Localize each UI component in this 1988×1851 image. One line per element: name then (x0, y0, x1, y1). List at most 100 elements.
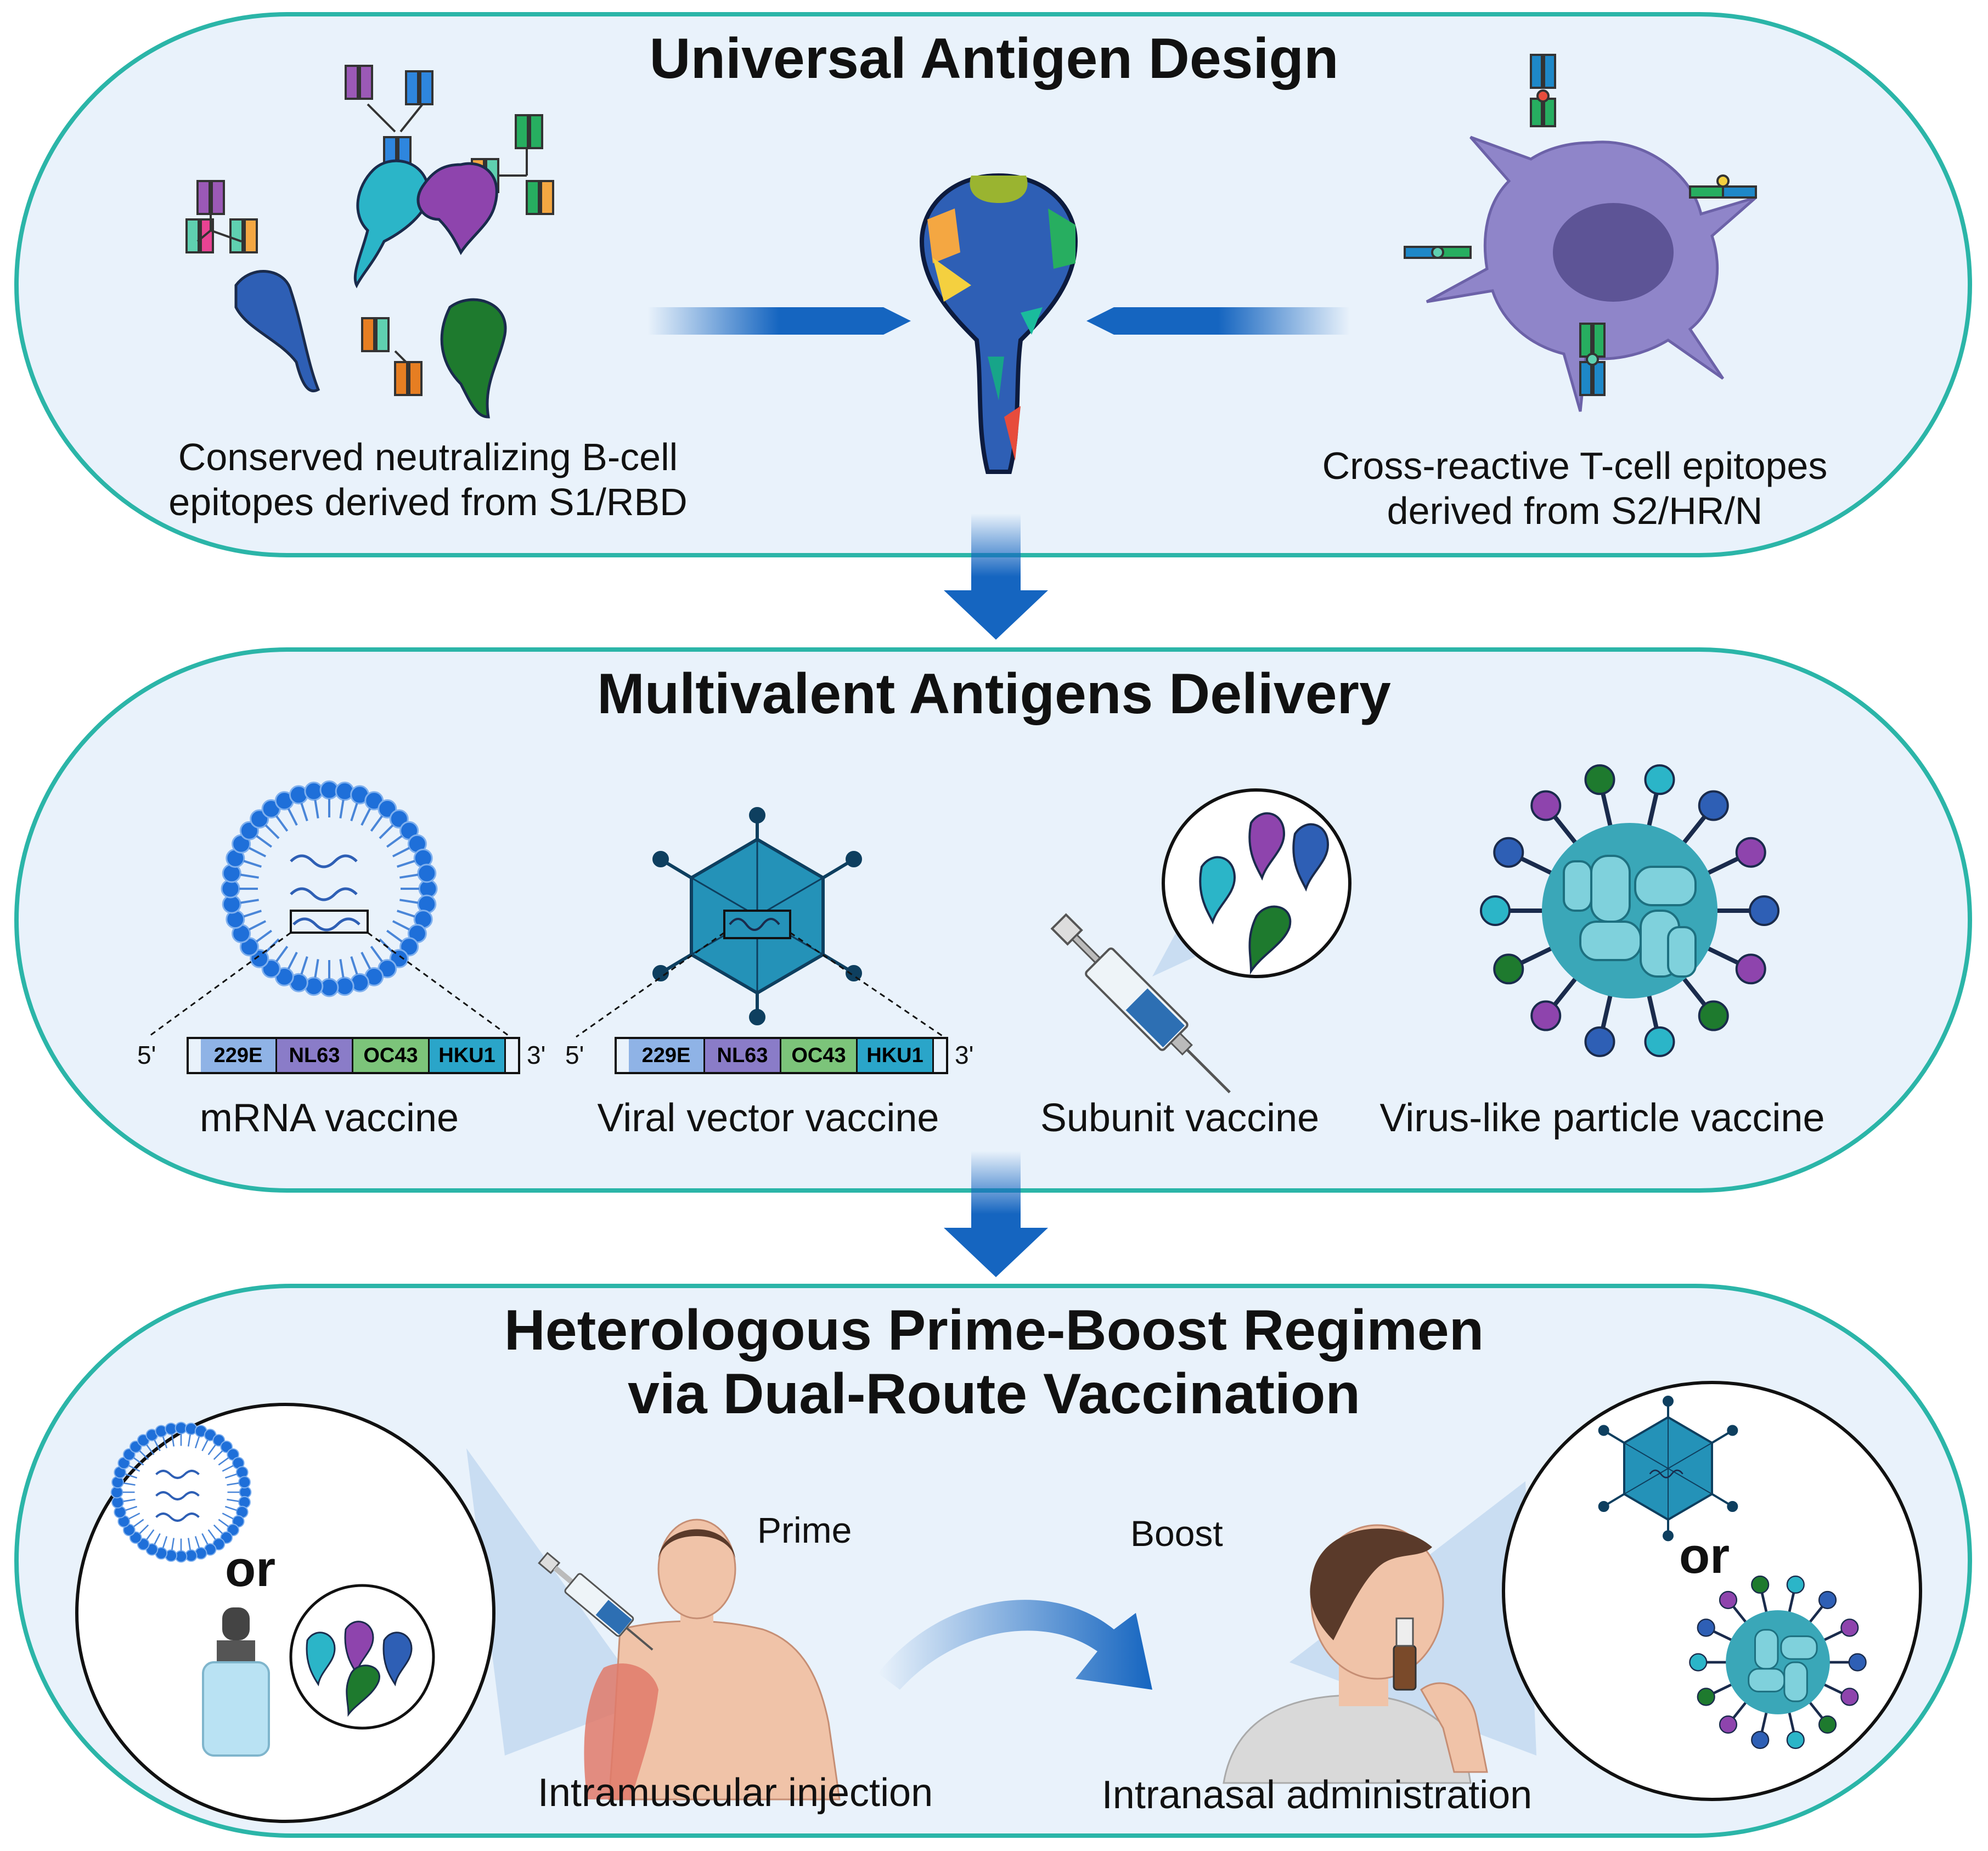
vlp-small-icon (1689, 1575, 1867, 1750)
b-cell-caption-line-2: epitopes derived from S1/RBD (168, 481, 688, 523)
panel-3-title-line-2: via Dual-Route Vaccination (628, 1362, 1360, 1426)
panel-2-title: Multivalent Antigens Delivery (597, 662, 1391, 726)
lipid-tail (171, 1538, 175, 1550)
lipid-tail (123, 1498, 136, 1502)
vlp-spike-stalk (1760, 1589, 1769, 1615)
vlp-spike-head (1644, 1026, 1675, 1057)
lipid-tail (361, 951, 371, 970)
vlp-spike-head (1735, 837, 1766, 868)
lipid-tail (392, 920, 410, 931)
lipid-tail (146, 1444, 155, 1455)
lipid-tail (222, 1465, 234, 1472)
segment-oc43: OC43 (781, 1039, 858, 1072)
lipid-head (417, 864, 437, 883)
vlp-spike-head (1818, 1590, 1837, 1610)
lipid-tail (300, 803, 308, 821)
lipid-tail (314, 799, 319, 819)
lipid-tail (350, 956, 358, 975)
viral-vector-vaccine-label: Viral vector vaccine (597, 1096, 939, 1140)
vlp-spike-head (1786, 1575, 1805, 1594)
lipid-tail (361, 808, 371, 826)
viral-vector-icon (652, 807, 862, 1025)
boost-person-illustration (1223, 1524, 1488, 1784)
vlp-spike-head (1848, 1653, 1867, 1672)
vlp-spike-head (1530, 790, 1562, 821)
down-arrow-2 (944, 1151, 1048, 1277)
b-cell-epitopes-illustration (185, 65, 554, 419)
lipid-tail (339, 799, 345, 819)
lipid-tail (207, 1529, 216, 1540)
construct-box: 229E NL63 OC43 HKU1 (187, 1037, 520, 1074)
vlp-spike-stalk (1730, 1700, 1749, 1722)
lipid-tail (264, 824, 280, 839)
universal-spike-antigen (919, 173, 1078, 474)
vlp-spike-head (1840, 1618, 1859, 1637)
lipid-tail (218, 1519, 229, 1527)
t-cell-caption-line-2: derived from S2/HR/N (1387, 489, 1763, 532)
five-prime-label: 5' (565, 1041, 584, 1069)
vlp-spike-stalk (1549, 973, 1580, 1011)
vlp-spike-stalk (1515, 854, 1557, 877)
lipid-tail (287, 808, 298, 826)
vlp-spike-head (1480, 895, 1511, 926)
subunit-vaccine-label: Subunit vaccine (1040, 1096, 1320, 1140)
right-pointing-arrow (647, 307, 911, 335)
construct-box: 229E NL63 OC43 HKU1 (615, 1037, 948, 1074)
lipid-tail (227, 1498, 239, 1502)
lipid-tail (399, 899, 419, 904)
down-arrow-1 (944, 513, 1048, 640)
vlp-spike-head (1719, 1715, 1738, 1734)
three-prime-label: 3' (955, 1041, 974, 1069)
panel-3-title-line-1: Heterologous Prime-Boost Regimen (504, 1299, 1484, 1362)
intranasal-label: Intranasal administration (1101, 1773, 1533, 1817)
vlp-spike-stalk (1710, 1682, 1734, 1696)
vlp-spike-head (1749, 895, 1779, 926)
lipid-tail (339, 959, 345, 978)
vlp-spike-stalk (1703, 944, 1744, 968)
lipid-tail (162, 1436, 168, 1449)
viral-vector-construct: 5' 229E NL63 OC43 HKU1 3' (565, 1037, 973, 1075)
lipid-tail (154, 1440, 161, 1452)
vlp-spike-head (1786, 1730, 1805, 1750)
lipid-tail (370, 815, 384, 832)
vlp-spike-head (1530, 1000, 1562, 1031)
lipid-tail (392, 847, 410, 857)
segment-229e: 229E (201, 1039, 277, 1072)
vlp-spike-stalk (1807, 1700, 1826, 1722)
lipid-tail (397, 910, 415, 918)
vlp-spike-stalk (1807, 1602, 1826, 1625)
t-cell-caption-line-1: Cross-reactive T-cell epitopes (1322, 444, 1828, 487)
vlp-spike-head (1698, 790, 1729, 821)
vlp-spike-stalk (1599, 787, 1614, 831)
vlp-spike-stalk (1821, 1628, 1846, 1643)
mrna-vaccine-label: mRNA vaccine (199, 1096, 459, 1140)
three-prime-label: 3' (527, 1041, 546, 1069)
segment-hku1: HKU1 (430, 1039, 506, 1072)
virus-like-particle-icon (1480, 764, 1779, 1057)
lipid-tail (194, 1536, 200, 1548)
lipid-tail (123, 1482, 136, 1486)
vlp-spike-stalk (1646, 787, 1660, 831)
viral-vector-small-icon (1598, 1396, 1738, 1542)
lipid-tail (201, 1440, 209, 1452)
lipid-tail (187, 1434, 191, 1447)
panel-1-title: Universal Antigen Design (649, 27, 1339, 91)
segment-nl63: NL63 (705, 1039, 781, 1072)
vlp-spike-stalk (1787, 1709, 1796, 1736)
lipid-tail (287, 951, 298, 970)
vlp-spike-head (1818, 1715, 1837, 1734)
lipid-tail (207, 1444, 216, 1455)
lipid-tail (399, 873, 419, 879)
lipid-tail (201, 1533, 209, 1545)
lipid-tail (162, 1536, 168, 1548)
vlp-vaccine-label: Virus-like particle vaccine (1379, 1096, 1825, 1140)
lipid-tail (240, 873, 259, 879)
left-pointing-arrow (1086, 307, 1350, 335)
lipid-tail (128, 1465, 140, 1472)
b-cell-caption-line-1: Conserved neutralizing B-cell (178, 436, 678, 478)
vlp-spike-stalk (1679, 810, 1710, 848)
or-label-right: or (1679, 1528, 1730, 1584)
lipid-tail (370, 945, 384, 962)
lipid-tail (386, 929, 403, 943)
